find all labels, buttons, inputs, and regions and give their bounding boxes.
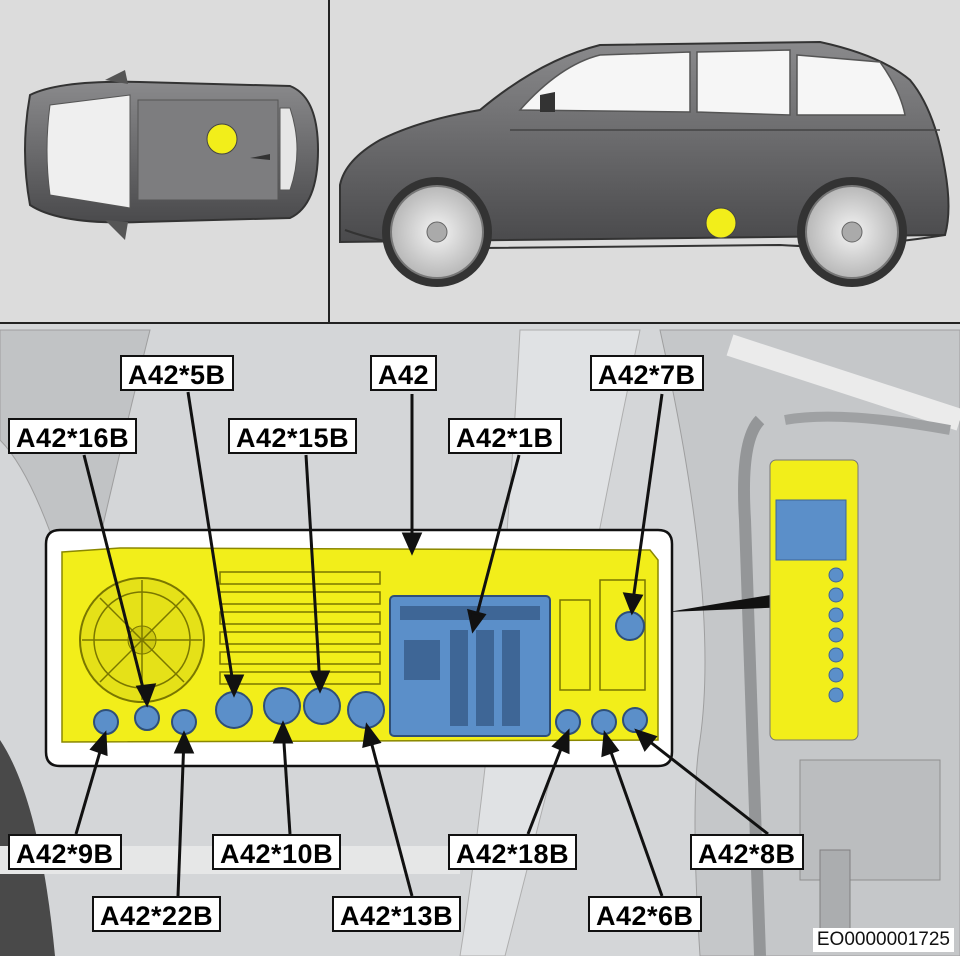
callout-a42-1b: A42*1B bbox=[448, 418, 562, 454]
connector-a42-10b bbox=[263, 687, 301, 725]
car-side-view bbox=[339, 40, 950, 287]
reference-code: EO0000001725 bbox=[812, 928, 954, 952]
connector-a42-8b bbox=[622, 707, 648, 733]
module-locator-small bbox=[668, 459, 859, 741]
callout-a42-15b: A42*15B bbox=[228, 418, 358, 454]
callout-a42-18b: A42*18B bbox=[448, 834, 578, 870]
callout-a42-8b: A42*8B bbox=[690, 834, 804, 870]
location-marker-side bbox=[705, 207, 737, 239]
car-top-view bbox=[24, 70, 320, 240]
callout-a42-5b: A42*5B bbox=[120, 355, 234, 391]
callout-a42-6b: A42*6B bbox=[588, 896, 702, 932]
callout-a42: A42 bbox=[370, 355, 438, 391]
callout-a42-13b: A42*13B bbox=[332, 896, 462, 932]
leader-lines bbox=[74, 391, 769, 897]
control-unit-a42 bbox=[61, 547, 659, 743]
connector-a42-15b bbox=[303, 687, 341, 725]
callout-a42-7b: A42*7B bbox=[590, 355, 704, 391]
connector-a42-7b bbox=[615, 611, 645, 641]
callout-a42-10b: A42*10B bbox=[212, 834, 342, 870]
location-marker-top bbox=[206, 123, 238, 155]
callout-a42-16b: A42*16B bbox=[8, 418, 138, 454]
callout-a42-9b: A42*9B bbox=[8, 834, 122, 870]
callout-a42-22b: A42*22B bbox=[92, 896, 222, 932]
connector-a42-9b bbox=[93, 709, 119, 735]
connector-a42-16b bbox=[134, 705, 160, 731]
